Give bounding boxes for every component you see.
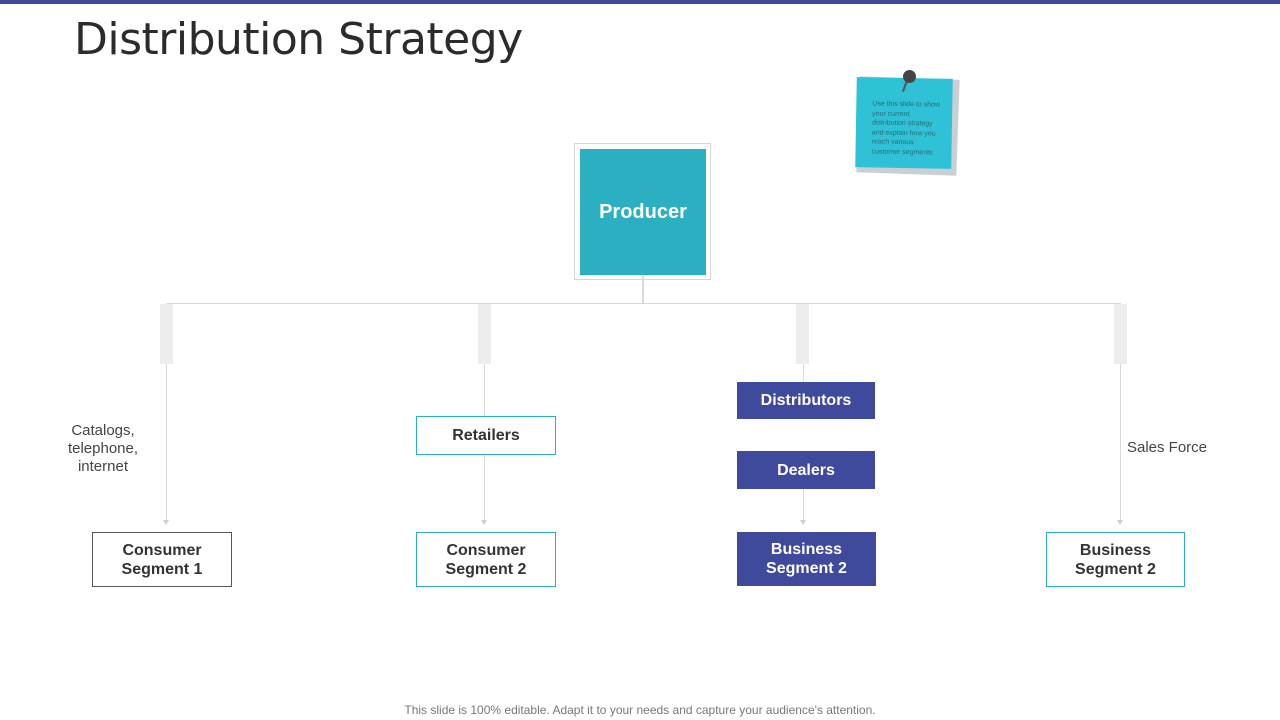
top-accent-bar: [0, 0, 1280, 4]
slide-title: Distribution Strategy: [74, 14, 523, 65]
footer-note: This slide is 100% editable. Adapt it to…: [404, 703, 876, 717]
branch-post-4: [1114, 304, 1127, 364]
business-segment-2-node: Business Segment 2: [737, 532, 876, 586]
sticky-note-text: Use this slide to show your current dist…: [871, 100, 941, 157]
branch-post-1: [160, 304, 173, 364]
business-segment-2-direct-node: Business Segment 2: [1046, 532, 1185, 587]
producer-node: Producer: [580, 149, 706, 275]
horizontal-branch: [166, 303, 1121, 304]
branch-post-3: [796, 304, 809, 364]
arrow-head-1: [163, 520, 169, 525]
consumer-segment-2-node: Consumer Segment 2: [416, 532, 556, 587]
distributors-node: Distributors: [737, 382, 875, 419]
pushpin-icon: [903, 70, 916, 83]
arrow-head-4: [1117, 520, 1123, 525]
channel-line-4: [1120, 364, 1121, 521]
retailers-node: Retailers: [416, 416, 556, 455]
channel-line-3a: [803, 364, 804, 382]
producer-stem: [642, 276, 644, 304]
channel-line-3b: [803, 489, 804, 521]
channel-4-label: Sales Force: [1126, 439, 1208, 456]
arrow-head-2: [481, 520, 487, 525]
consumer-segment-1-node: Consumer Segment 1: [92, 532, 232, 587]
arrow-head-3: [800, 520, 806, 525]
channel-line-2a: [484, 364, 485, 416]
dealers-node: Dealers: [737, 451, 875, 489]
branch-post-2: [478, 304, 491, 364]
channel-line-1: [166, 364, 167, 521]
channel-1-label: Catalogs, telephone, internet: [67, 422, 139, 475]
channel-line-2b: [484, 455, 485, 521]
